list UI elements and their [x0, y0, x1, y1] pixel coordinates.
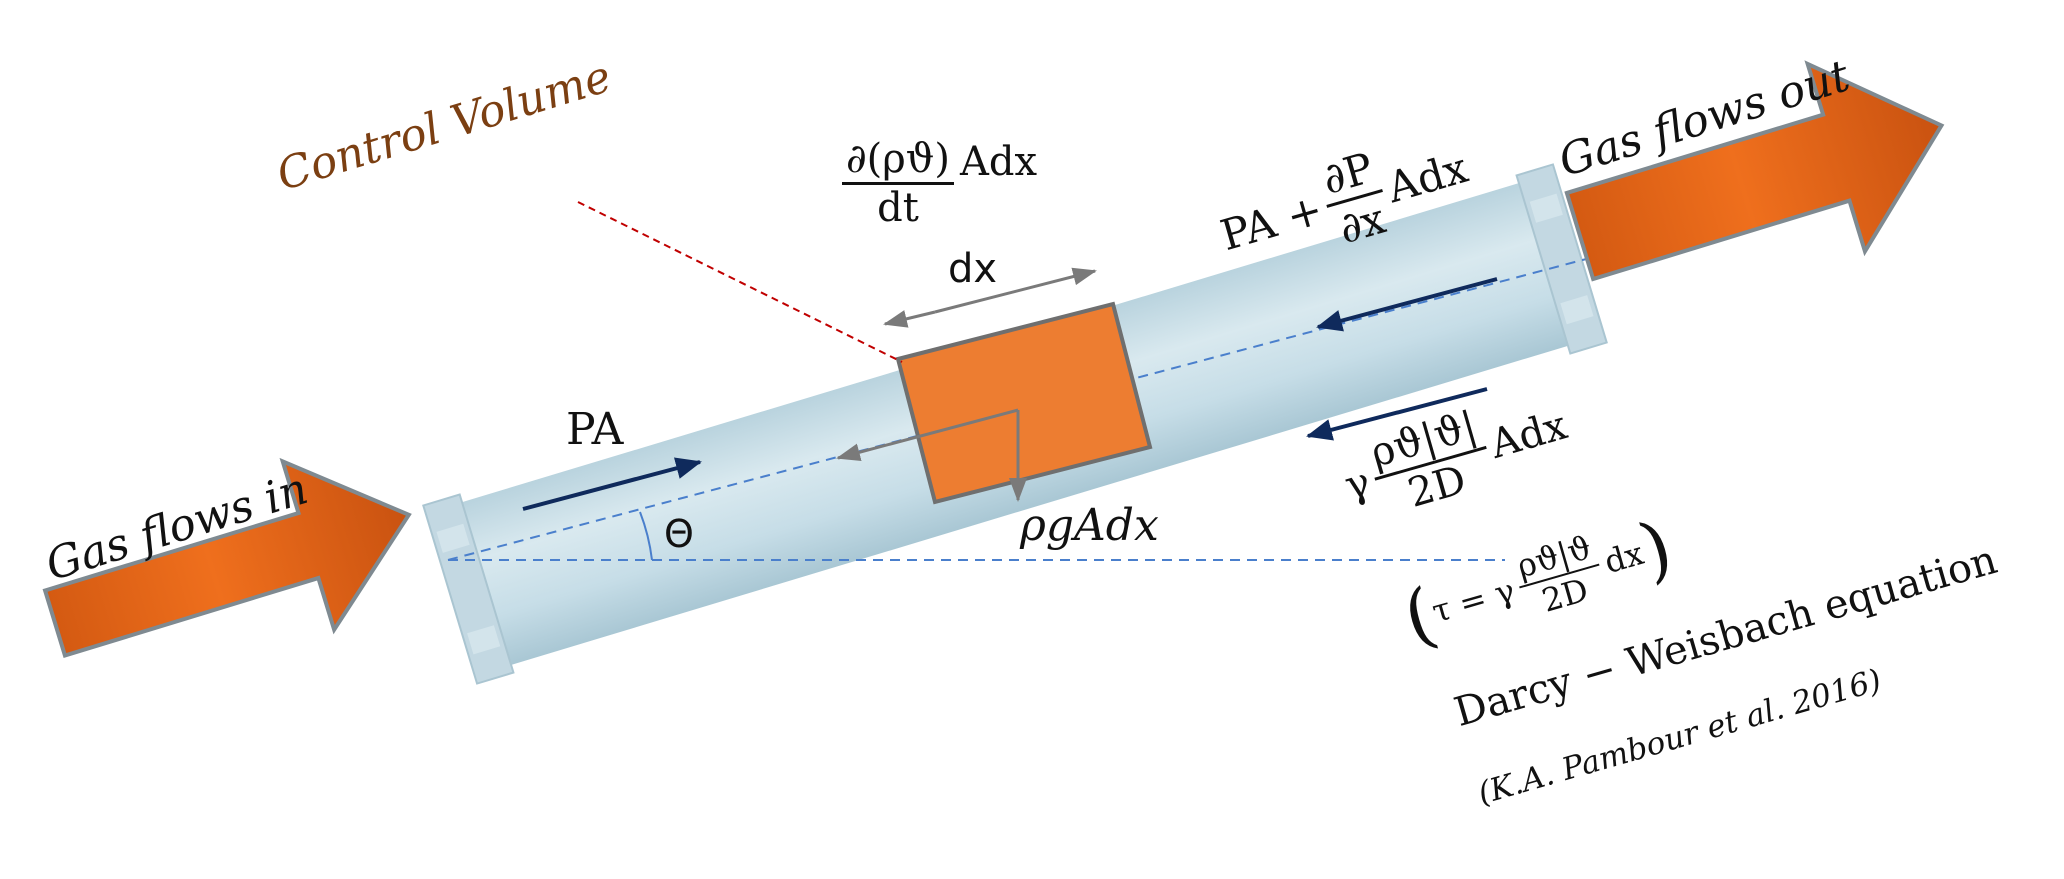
control-volume-box — [895, 301, 1153, 505]
dx-label: dx — [948, 246, 998, 292]
rho-g-a-dx-label: ρgAdx — [1020, 500, 1159, 551]
friction-force-arrow — [1306, 387, 1488, 441]
storage-suffix: Adx — [960, 138, 1038, 185]
outlet-pressure-arrow — [1316, 277, 1498, 332]
pa-force-arrow — [522, 457, 702, 511]
pressure-out-suffix: Adx — [1381, 142, 1474, 213]
theta-label: Θ — [664, 512, 694, 556]
storage-term: ∂(ρϑ)dt Adx — [836, 136, 1037, 231]
angle-arc — [639, 511, 653, 561]
tau-prefix: τ = γ — [1427, 570, 1519, 631]
arrow-in-icon — [42, 457, 412, 659]
pipe-centerline — [447, 257, 1591, 561]
storage-numerator: ∂(ρϑ) — [842, 136, 955, 185]
storage-denominator: dt — [877, 185, 919, 231]
arrow-out-icon — [1564, 60, 1945, 282]
control-volume-leader — [577, 201, 903, 363]
pa-label: PA — [566, 404, 624, 455]
friction-suffix: Adx — [1485, 402, 1573, 468]
dx-dimension-arrow — [883, 310, 936, 328]
pressure-out-prefix: PA + — [1215, 184, 1329, 261]
